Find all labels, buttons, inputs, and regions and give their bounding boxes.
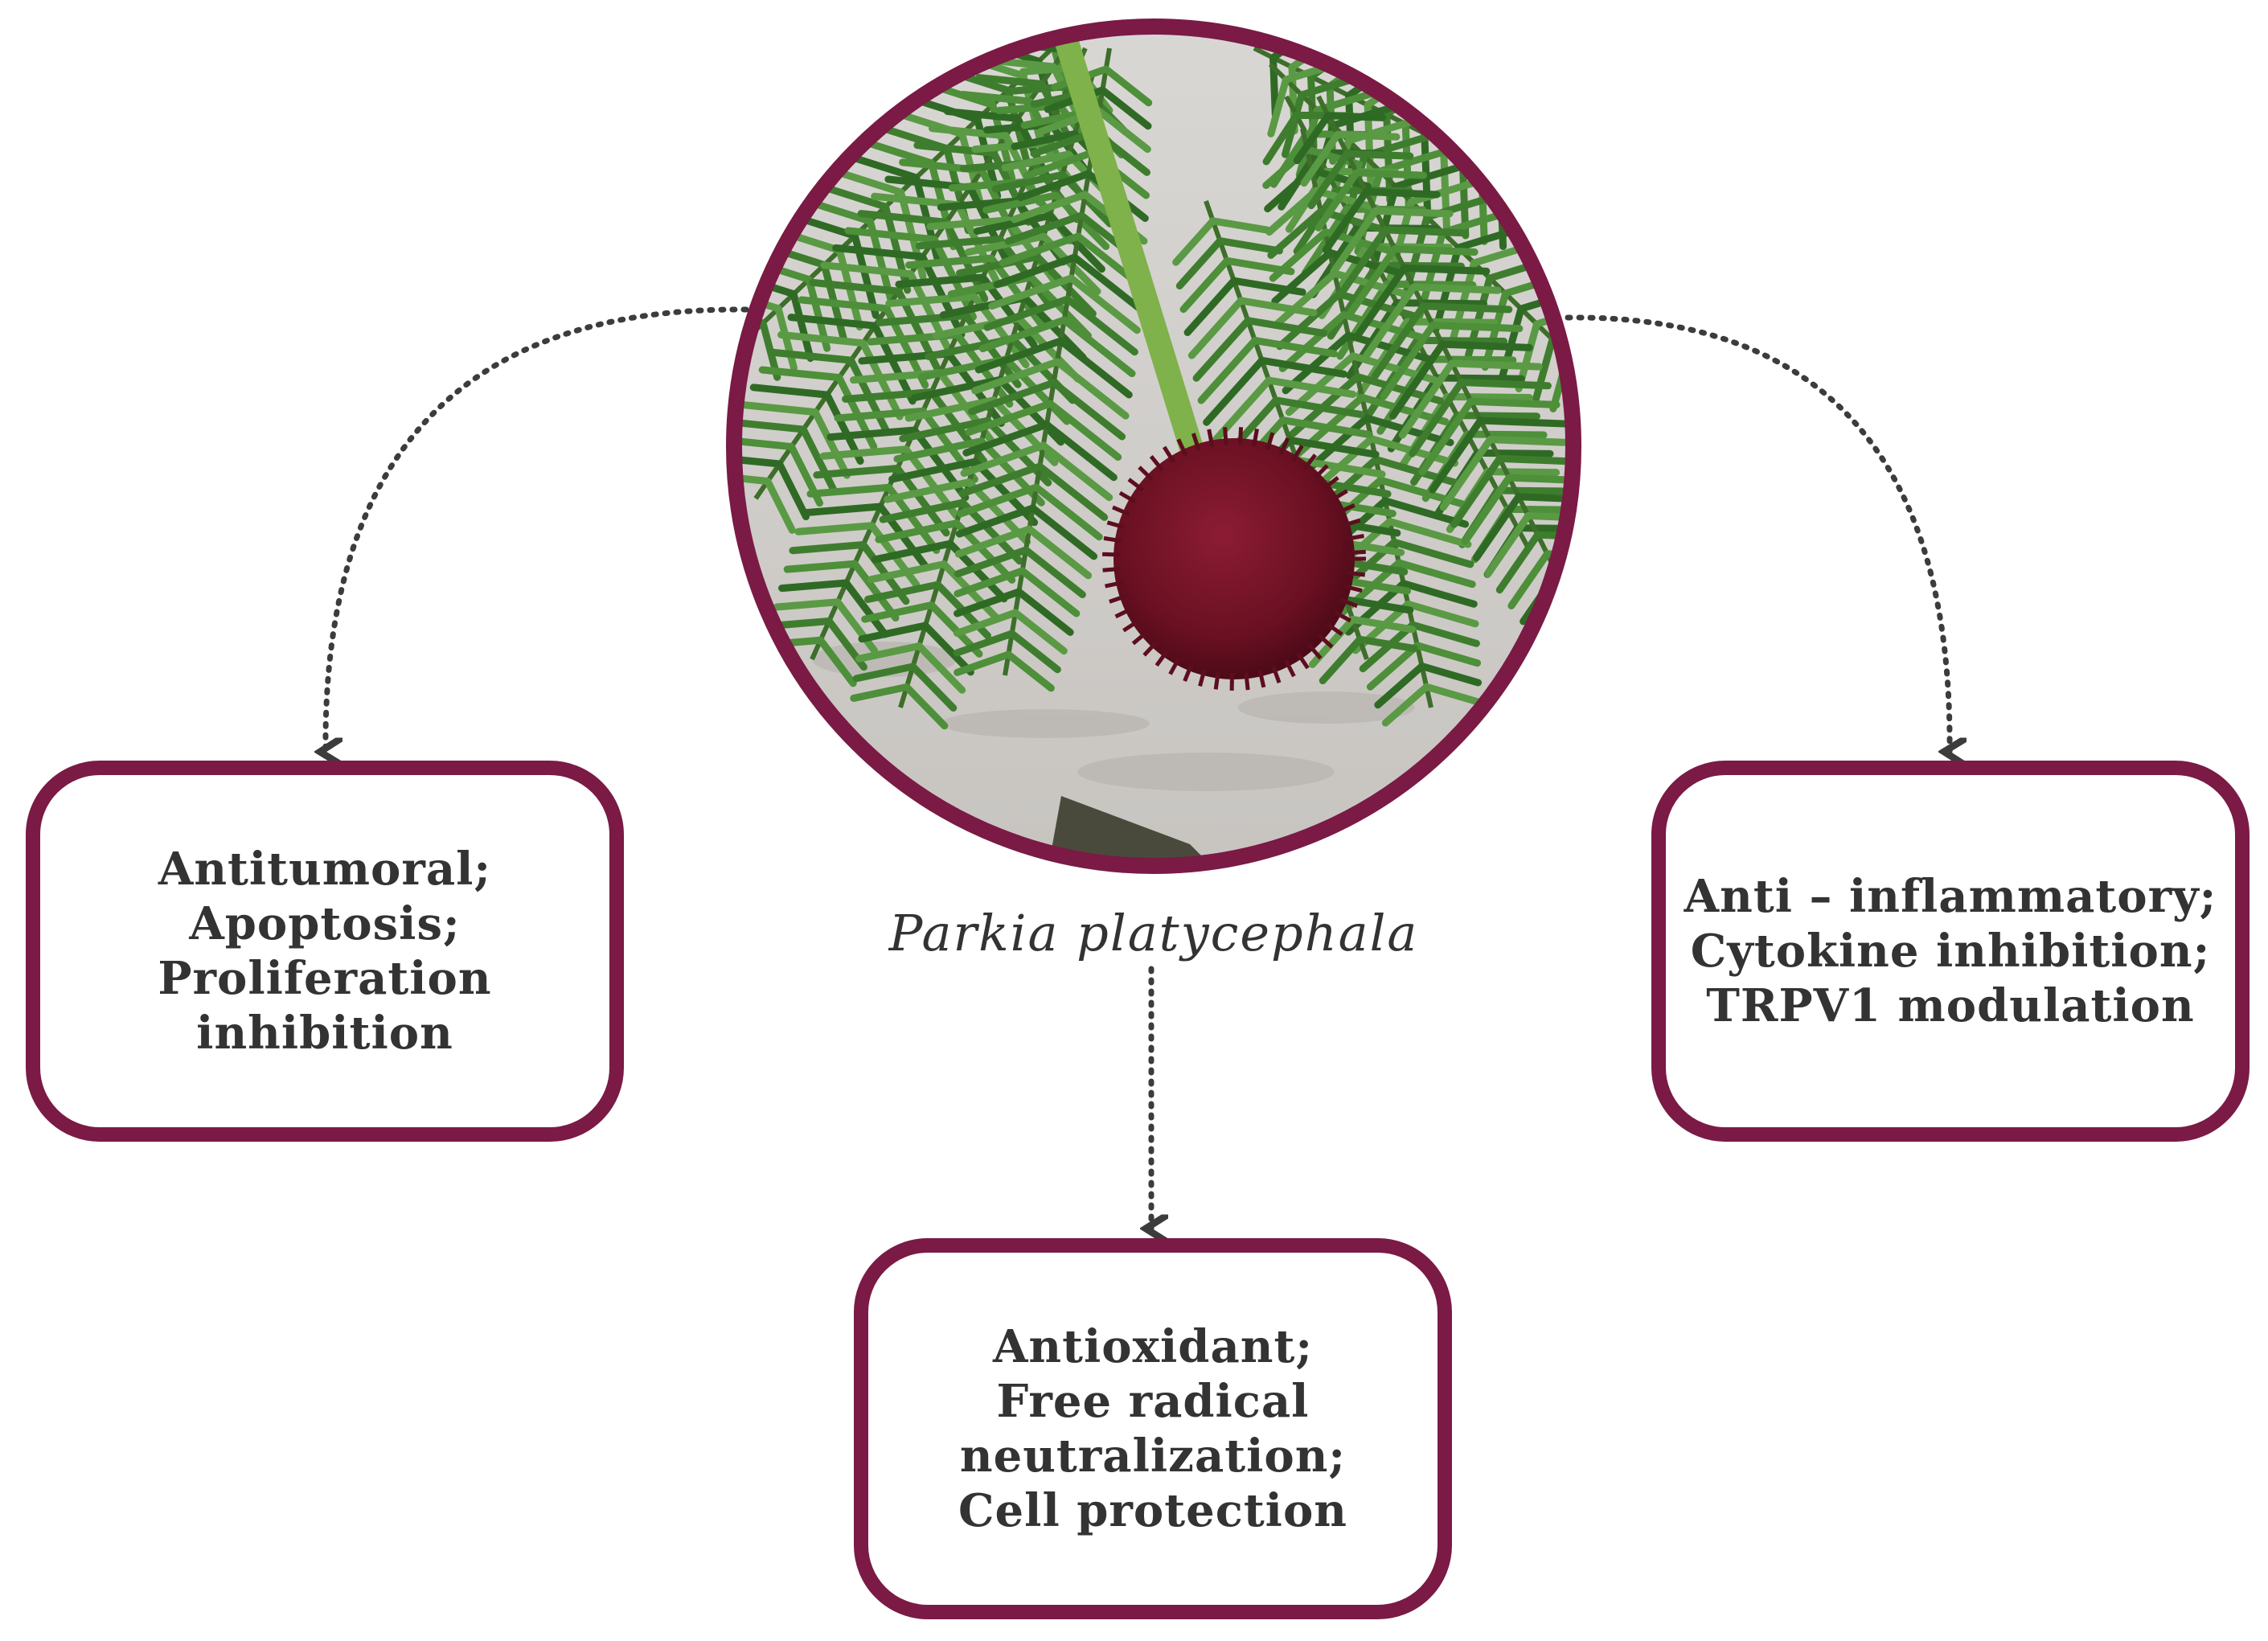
activity-line: inhibition — [196, 1007, 453, 1060]
species-label: Parkia platycephala — [888, 904, 1419, 962]
activity-line: Antioxidant; — [992, 1320, 1313, 1373]
fern-frond — [953, 47, 1153, 692]
activity-line: Proliferation — [158, 952, 492, 1005]
flower-head — [1113, 438, 1355, 679]
flower-spikes — [1102, 427, 1366, 691]
connector-right — [1565, 314, 1950, 752]
activity-text-anti-inflammatory: Anti – inflammatory; Cytokine inhibition… — [1684, 869, 2217, 1033]
activity-line: Cytokine inhibition; — [1690, 925, 2211, 978]
activity-line: Free radical — [996, 1375, 1310, 1428]
activity-line: TRPV1 modulation — [1706, 979, 2195, 1032]
activity-box-anti-inflammatory: Anti – inflammatory; Cytokine inhibition… — [1651, 761, 2250, 1142]
photo-frame — [726, 18, 1581, 874]
activity-line: Anti – inflammatory; — [1684, 870, 2217, 923]
connector-left — [326, 306, 749, 752]
fern-frond — [850, 72, 1129, 730]
fern-fronds — [734, 27, 1573, 730]
activity-text-antioxidant: Antioxidant; Free radical neutralization… — [958, 1319, 1347, 1538]
activity-line: Apoptosis; — [189, 897, 461, 950]
activity-line: Antitumoral; — [158, 843, 492, 896]
activity-line: neutralization; — [959, 1430, 1347, 1483]
plant-photo — [734, 27, 1573, 866]
activity-line: Cell protection — [958, 1484, 1348, 1537]
activity-text-antitumoral: Antitumoral; Apoptosis; Proliferation in… — [158, 842, 491, 1060]
activity-box-antitumoral: Antitumoral; Apoptosis; Proliferation in… — [26, 761, 624, 1142]
activity-box-antioxidant: Antioxidant; Free radical neutralization… — [854, 1238, 1452, 1619]
